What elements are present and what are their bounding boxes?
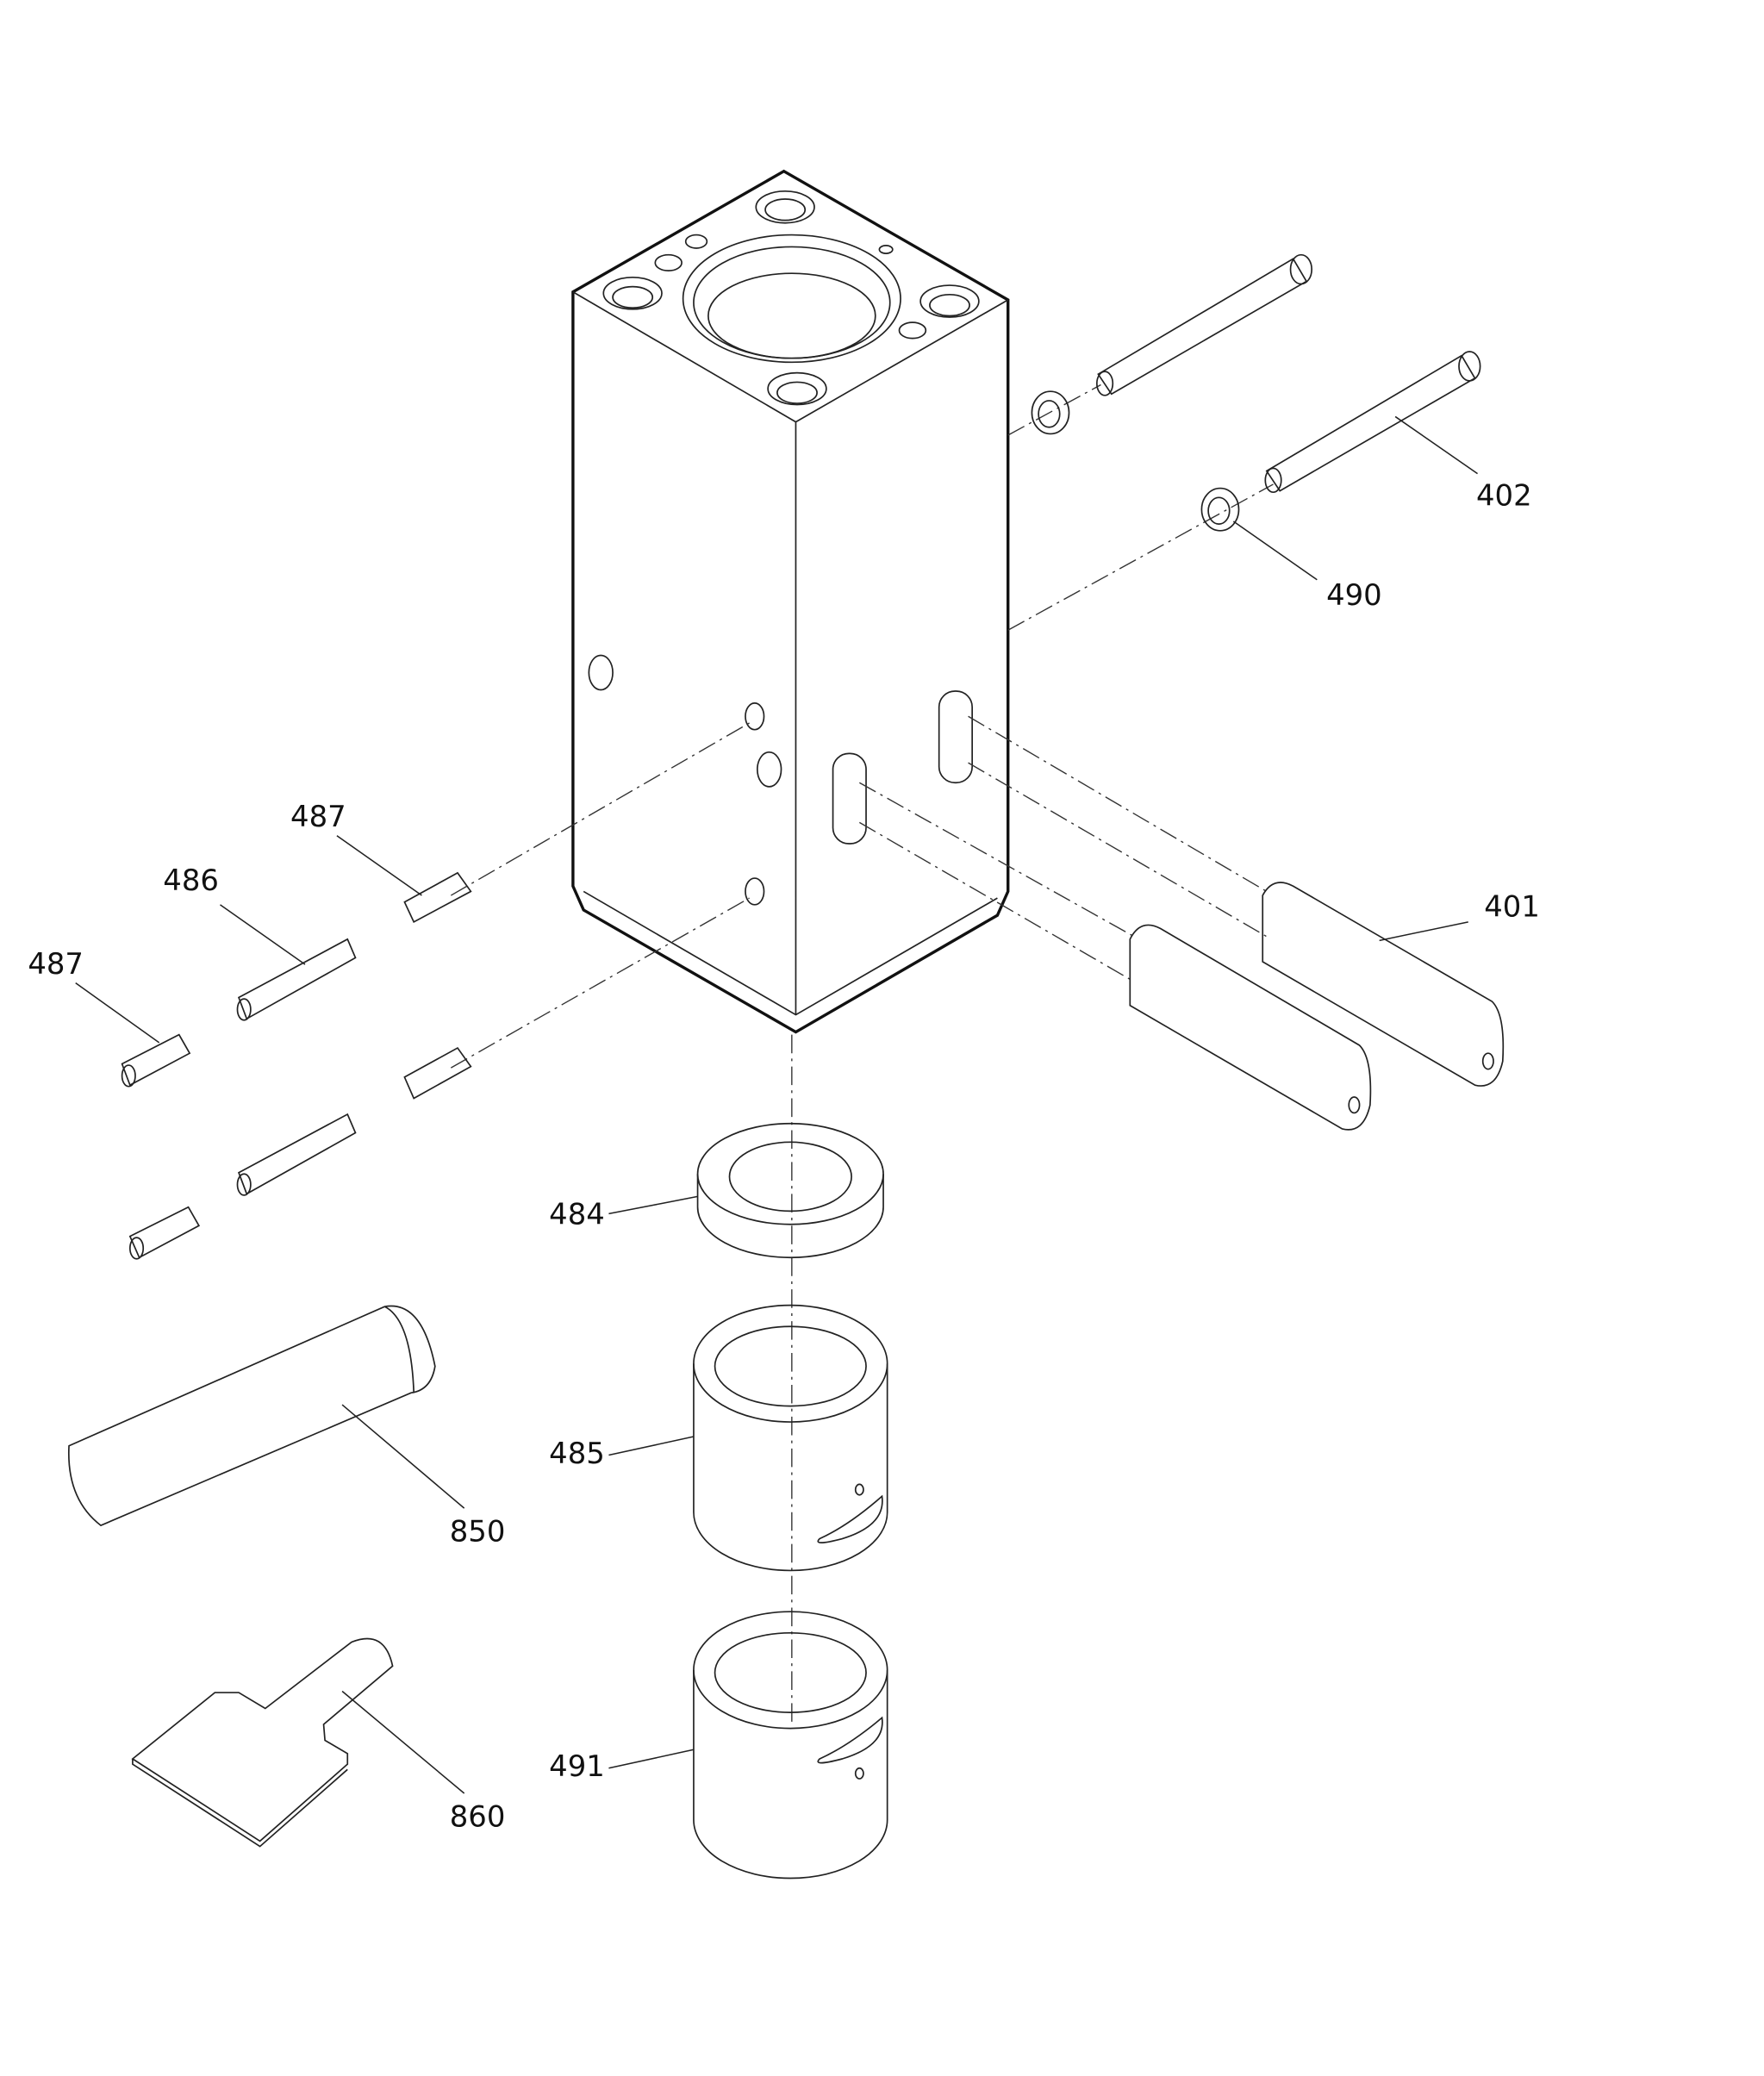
pin-402-pair [1095, 253, 1481, 494]
roll-pins-487-486 [121, 871, 472, 1260]
label-487-upper: 487 [290, 800, 346, 833]
bushing-485 [693, 1304, 888, 1572]
leader-lines [75, 415, 1478, 1794]
label-860: 860 [450, 1799, 506, 1833]
label-491: 491 [549, 1749, 605, 1783]
ring-490-pair [1031, 390, 1240, 532]
key-401-pair [1129, 882, 1505, 1131]
label-402: 402 [1476, 479, 1532, 513]
label-850: 850 [450, 1515, 506, 1549]
tool-850 [67, 1305, 436, 1527]
label-490: 490 [1326, 578, 1382, 612]
ring-484 [696, 1122, 884, 1259]
label-487-lower: 487 [28, 947, 84, 981]
label-484: 484 [549, 1198, 605, 1231]
label-401: 401 [1484, 890, 1540, 924]
main-block [571, 169, 1010, 1034]
label-486: 486 [163, 863, 219, 897]
label-485: 485 [549, 1437, 605, 1470]
chisel-860 [131, 1637, 394, 1848]
bushing-491 [693, 1611, 888, 1880]
center-lines [450, 383, 1274, 1724]
